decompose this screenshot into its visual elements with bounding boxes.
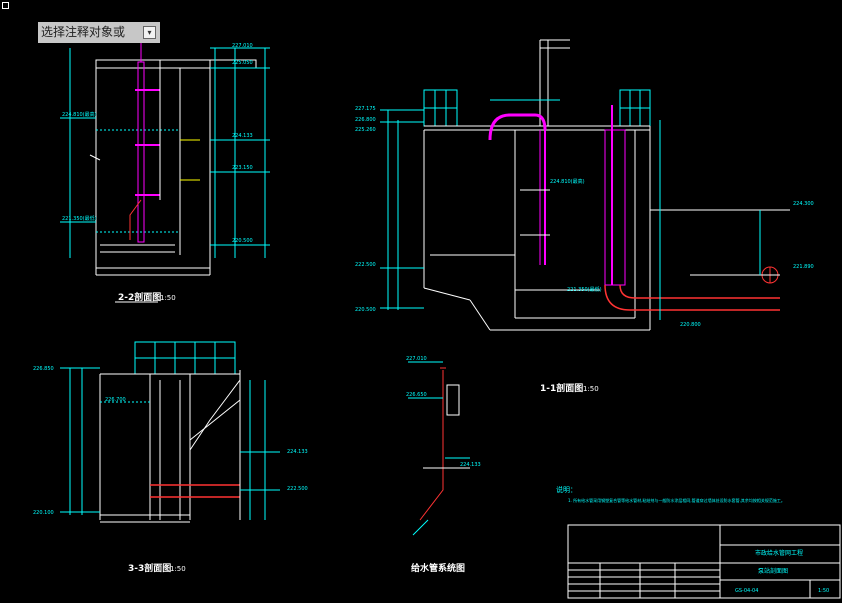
- pipe-system-title: 给水管系统图: [411, 562, 465, 574]
- notes-title: 说明：: [556, 485, 577, 494]
- svg-text:221.350(最低): 221.350(最低): [567, 286, 602, 293]
- svg-text:227.010: 227.010: [406, 356, 427, 362]
- section-1-1-labels: 227.175 226.800 225.260 224.810(最高) 221.…: [355, 106, 814, 328]
- command-prompt-tooltip[interactable]: 选择注释对象或 ▾: [38, 22, 160, 43]
- section-3-3-labels: 226.850 226.700 224.133 222.500 220.100: [33, 366, 308, 516]
- section-3-3-scale: 1:50: [170, 565, 186, 573]
- section-2-2-title: 2-2剖面图: [118, 291, 161, 303]
- svg-text:227.175: 227.175: [355, 106, 376, 112]
- pipe-system-labels: 227.010 226.650 224.133: [406, 356, 481, 468]
- section-2-2-labels: 227.010 225.050 224.810(最高) 224.133 223.…: [62, 43, 253, 244]
- section-1-1: [380, 39, 790, 331]
- section-3-3-title: 3-3剖面图: [128, 562, 171, 574]
- svg-text:222.500: 222.500: [287, 486, 308, 492]
- title-project: 市政给水管网工程: [755, 549, 803, 557]
- svg-text:224.133: 224.133: [232, 133, 253, 139]
- section-2-2-scale: 1:50: [160, 294, 176, 302]
- svg-text:224.133: 224.133: [287, 449, 308, 455]
- section-2-2: [60, 42, 270, 276]
- svg-text:226.700: 226.700: [105, 397, 126, 403]
- arrow-down-icon[interactable]: ▾: [143, 26, 156, 39]
- svg-text:227.010: 227.010: [232, 43, 253, 49]
- svg-text:220.100: 220.100: [33, 510, 54, 516]
- pipe-system-diagram: [408, 361, 470, 536]
- svg-text:223.150: 223.150: [232, 165, 253, 171]
- svg-text:220.500: 220.500: [232, 238, 253, 244]
- svg-text:226.800: 226.800: [355, 117, 376, 123]
- title-drawing: 泵站剖面图: [758, 567, 788, 575]
- svg-text:220.800: 220.800: [680, 322, 701, 328]
- svg-text:224.810(最高): 224.810(最高): [550, 178, 585, 185]
- svg-text:224.300: 224.300: [793, 201, 814, 207]
- section-1-1-scale: 1:50: [583, 385, 599, 393]
- section-3-3: [60, 341, 280, 523]
- title-scale: 1:50: [818, 588, 829, 594]
- svg-text:220.500: 220.500: [355, 307, 376, 313]
- section-1-1-title: 1-1剖面图: [540, 382, 583, 394]
- svg-text:226.650: 226.650: [406, 392, 427, 398]
- svg-text:221.890: 221.890: [793, 264, 814, 270]
- svg-text:225.050: 225.050: [232, 60, 253, 66]
- command-prompt-text: 选择注释对象或: [41, 25, 126, 39]
- ucs-indicator-icon[interactable]: [0, 0, 10, 10]
- svg-text:224.810(最高): 224.810(最高): [62, 111, 97, 118]
- title-number: GS-04-04: [735, 588, 758, 594]
- svg-text:226.850: 226.850: [33, 366, 54, 372]
- note-1: 1. 所有给水管采用钢塑复合管等给水管材,粘结剂与一般防水涂层相同,管道穿过墙体…: [568, 497, 785, 503]
- svg-text:224.133: 224.133: [460, 462, 481, 468]
- svg-text:221.350(最低): 221.350(最低): [62, 215, 97, 222]
- title-block: [567, 524, 841, 599]
- svg-text:222.500: 222.500: [355, 262, 376, 268]
- svg-text:225.260: 225.260: [355, 127, 376, 133]
